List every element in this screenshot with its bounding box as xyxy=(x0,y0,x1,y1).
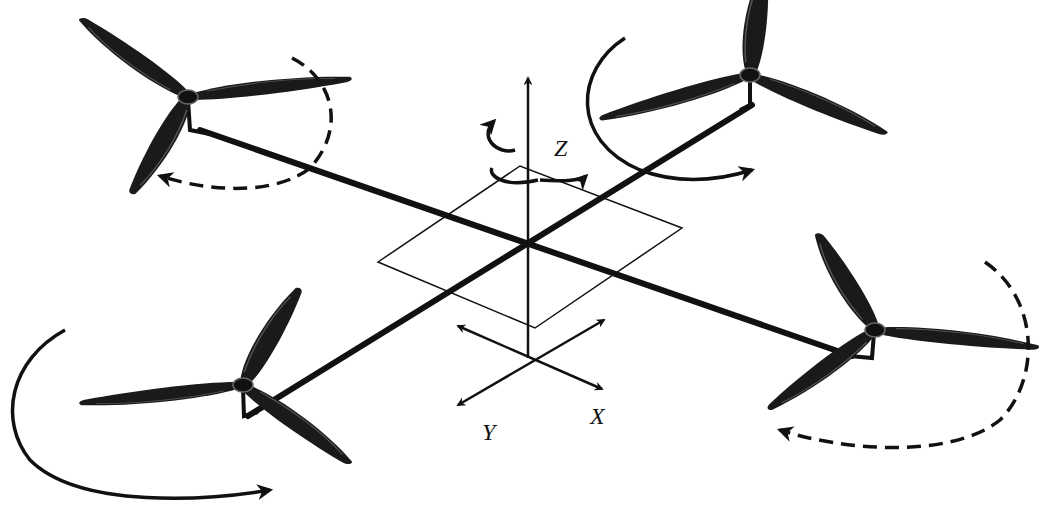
propeller xyxy=(71,256,441,471)
axis-label: Z xyxy=(554,136,567,160)
propeller xyxy=(587,0,972,211)
rotation-arrow xyxy=(12,38,1028,498)
body-plane xyxy=(378,166,682,328)
yaw-arrow xyxy=(488,121,586,183)
motor-mounts xyxy=(188,78,874,416)
frame-arms xyxy=(200,105,852,416)
axis-label: X xyxy=(590,404,605,428)
axis-label: Y xyxy=(482,420,495,444)
motor-hub xyxy=(178,68,885,392)
propeller xyxy=(69,0,378,199)
propeller xyxy=(756,229,1041,440)
body-axes xyxy=(458,78,604,405)
